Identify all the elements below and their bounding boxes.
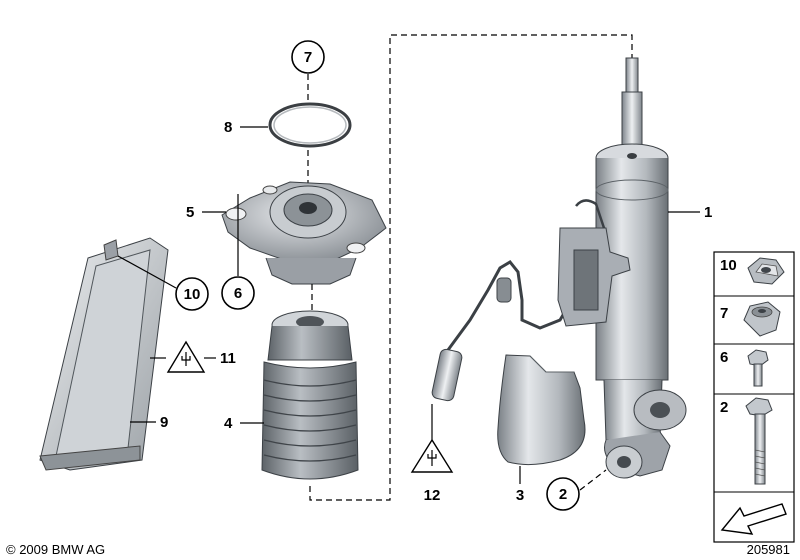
- callout-2[interactable]: 2: [546, 469, 607, 511]
- assembly-line: [309, 34, 633, 501]
- callout-9[interactable]: 9: [130, 414, 168, 431]
- front-direction-arrow-icon: [720, 503, 787, 535]
- heat-shield-part-3: [497, 354, 586, 466]
- callout-10-left[interactable]: 10: [117, 255, 209, 311]
- callout-1[interactable]: 1: [668, 204, 712, 221]
- callout-3[interactable]: 3: [516, 466, 524, 504]
- svg-text:9: 9: [160, 414, 168, 431]
- svg-text:4: 4: [224, 415, 233, 432]
- legend-row-2[interactable]: 2: [720, 397, 773, 485]
- svg-text:11: 11: [220, 350, 236, 367]
- svg-text:6: 6: [720, 349, 728, 366]
- legend-row-arrow: [720, 503, 787, 535]
- svg-text:10: 10: [720, 257, 737, 274]
- o-ring-part-8: [268, 102, 352, 148]
- callout-12[interactable]: 12: [410, 404, 454, 504]
- svg-text:3: 3: [516, 487, 524, 504]
- collar-nut-icon: [747, 257, 785, 285]
- control-valve: [557, 199, 631, 327]
- svg-text:1: 1: [704, 204, 712, 221]
- callout-8[interactable]: 8: [224, 119, 268, 136]
- top-mount-part-5: [221, 181, 387, 285]
- hex-nut-icon: [743, 301, 781, 337]
- callout-5[interactable]: 5: [186, 204, 226, 221]
- long-bolt-icon: [745, 397, 773, 485]
- callout-6[interactable]: 6: [221, 194, 255, 310]
- callout-7[interactable]: 7: [291, 40, 325, 74]
- svg-text:7: 7: [304, 49, 312, 66]
- hardware-legend: 10 7 6 2: [713, 251, 795, 543]
- svg-text:2: 2: [720, 399, 728, 416]
- shock-absorber-part-1: [557, 57, 687, 479]
- callout-4[interactable]: 4: [224, 415, 264, 432]
- diagram-number: 205981: [747, 542, 790, 557]
- control-unit-part-9: [39, 237, 169, 471]
- bump-stop-part-4: [261, 310, 359, 480]
- sensor-cable-part-12: [431, 260, 582, 402]
- svg-text:7: 7: [720, 305, 728, 322]
- short-bolt-icon: [747, 349, 769, 387]
- svg-text:6: 6: [234, 285, 242, 302]
- legend-row-6[interactable]: 6: [720, 349, 769, 387]
- svg-text:5: 5: [186, 204, 194, 221]
- svg-text:8: 8: [224, 119, 232, 136]
- legend-row-10[interactable]: 10: [720, 257, 785, 285]
- legend-row-7[interactable]: 7: [720, 301, 781, 337]
- svg-text:12: 12: [424, 487, 441, 504]
- copyright-text: © 2009 BMW AG: [6, 542, 105, 557]
- callout-11[interactable]: 11: [150, 340, 236, 373]
- svg-text:2: 2: [559, 486, 567, 503]
- svg-text:10: 10: [184, 286, 201, 303]
